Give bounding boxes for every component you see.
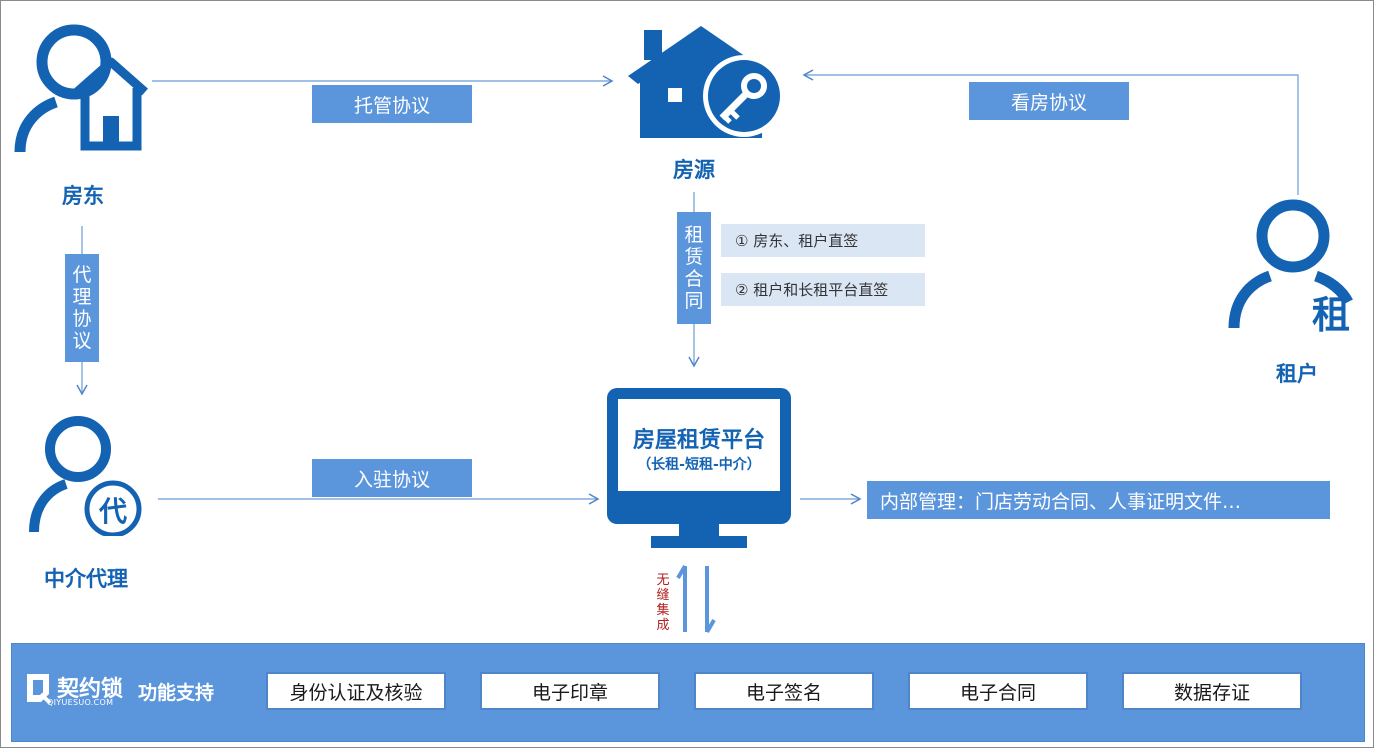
agency-char: 理 — [72, 286, 92, 308]
platform-monitor-icon — [607, 388, 791, 548]
lease-option-2: ② 租户和长租平台直签 — [721, 273, 925, 306]
viewing-agreement-box: 看房协议 — [969, 82, 1129, 120]
landlord-icon — [14, 24, 148, 153]
property-label: 房源 — [673, 158, 715, 182]
qiyuesuo-logo-icon — [27, 674, 52, 705]
lease-char: 同 — [684, 290, 704, 312]
agency-char: 议 — [72, 330, 92, 352]
agency-char: 代 — [72, 264, 92, 286]
lease-option-1: ① 房东、租户直签 — [721, 224, 925, 257]
feature-identity-verification: 身份认证及核验 — [266, 672, 446, 710]
agency-char: 协 — [72, 308, 92, 330]
feature-electronic-contract: 电子合同 — [908, 672, 1088, 710]
platform-title: 房屋租赁平台 — [632, 428, 765, 453]
agent-icon-char: 代 — [98, 495, 127, 528]
feature-data-evidence: 数据存证 — [1122, 672, 1302, 710]
lease-contract-box: 租 赁 合 同 — [677, 212, 711, 324]
platform-subtitle: （长租-短租-中介） — [637, 457, 761, 473]
lease-char: 赁 — [684, 246, 704, 268]
integration-char: 缝 — [656, 588, 670, 603]
tenant-icon — [1228, 199, 1353, 329]
internal-management-box: 内部管理：门店劳动合同、人事证明文件… — [867, 481, 1330, 519]
tenant-label: 租户 — [1276, 362, 1318, 386]
brand-subtitle: QIYUESUO.COM — [47, 698, 114, 707]
feature-electronic-signature: 电子签名 — [694, 672, 874, 710]
brand-name: 契约锁 — [57, 677, 124, 702]
integration-char: 成 — [656, 618, 670, 633]
tenant-icon-char: 租 — [1312, 293, 1351, 337]
support-label: 功能支持 — [138, 682, 215, 704]
feature-electronic-seal: 电子印章 — [480, 672, 660, 710]
lease-char: 租 — [684, 224, 704, 246]
agent-label: 中介代理 — [44, 567, 128, 591]
entry-agreement-box: 入驻协议 — [312, 459, 472, 497]
integration-char: 无 — [656, 573, 670, 588]
integration-char: 集 — [656, 603, 670, 618]
lease-char: 合 — [684, 268, 704, 290]
landlord-label: 房东 — [62, 184, 104, 208]
arrow-tenant-to-property — [802, 69, 1299, 195]
property-house-key-icon — [628, 26, 785, 138]
integration-label: 无 缝 集 成 — [654, 573, 672, 633]
custody-agreement-box: 托管协议 — [312, 85, 472, 123]
agency-agreement-box: 代 理 协 议 — [65, 254, 99, 362]
integration-arrows — [676, 564, 716, 634]
agent-icon — [29, 416, 142, 536]
